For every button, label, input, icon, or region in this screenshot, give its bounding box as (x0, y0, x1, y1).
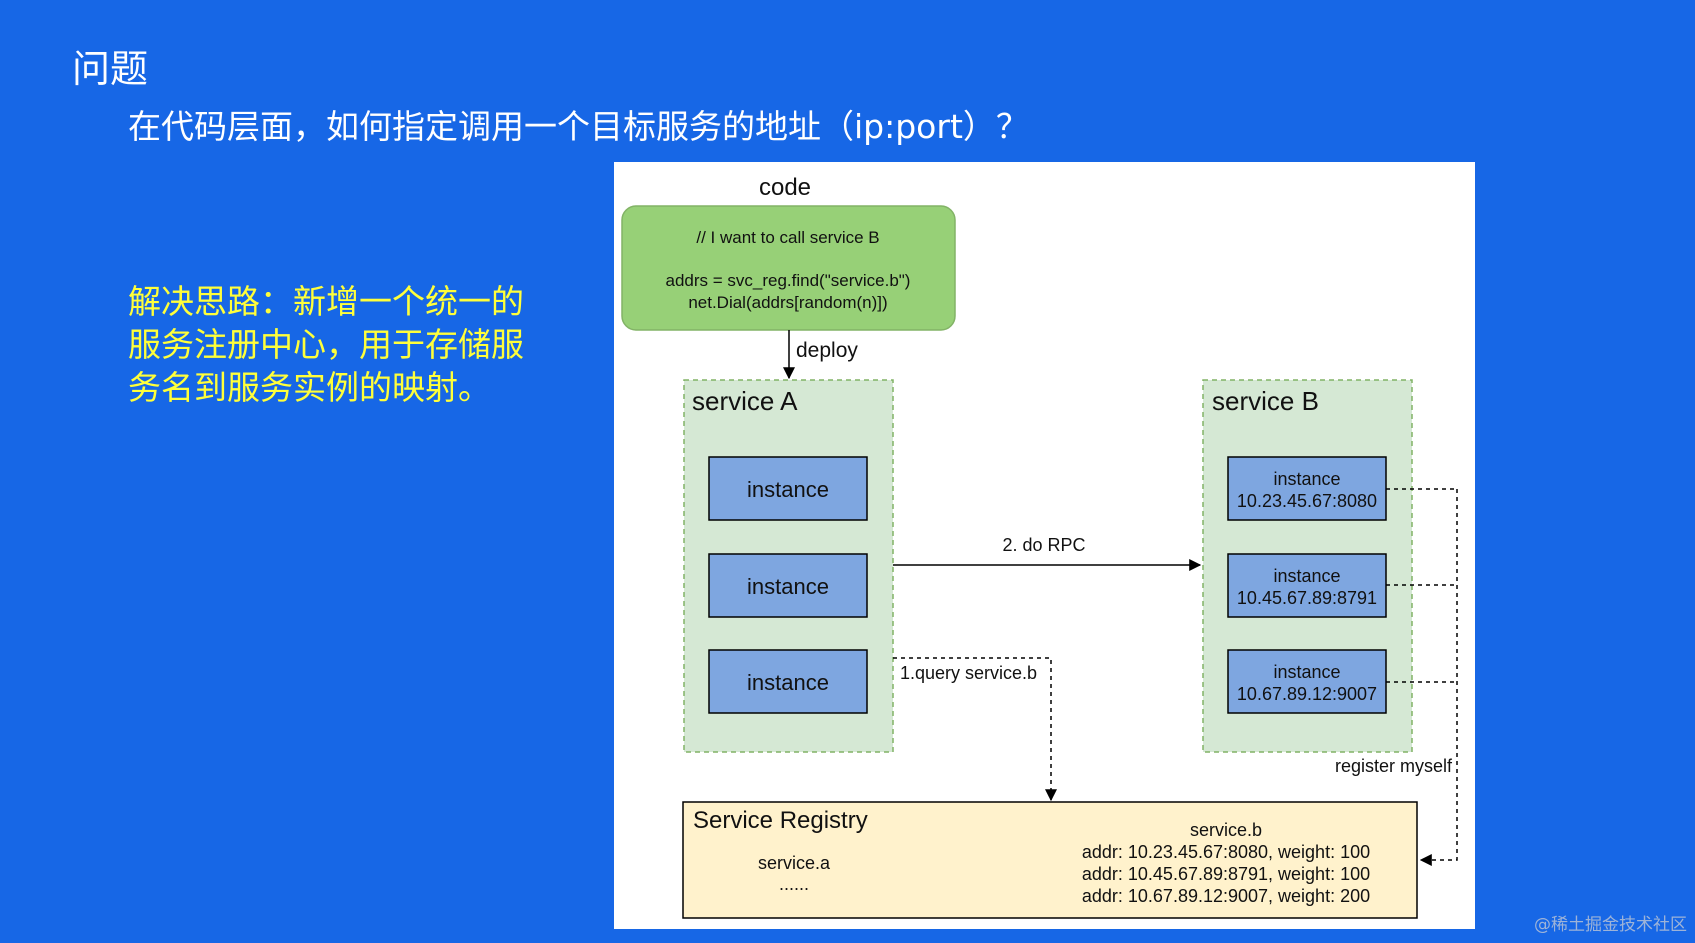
registry-entry-2: addr: 10.45.67.89:8791, weight: 100 (1082, 864, 1370, 884)
service-a-instance-2-label: instance (747, 574, 829, 599)
solution-line-3: 务名到服务实例的映射。 (128, 368, 491, 407)
service-a-instance-1-label: instance (747, 477, 829, 502)
service-a-title: service A (692, 386, 798, 416)
solution-text: 解决思路：新增一个统一的 服务注册中心，用于存储服 务名到服务实例的映射。 (128, 280, 524, 409)
service-b-instance-3-addr: 10.67.89.12:9007 (1237, 684, 1377, 704)
registry-service-b: service.b (1190, 820, 1262, 840)
registry-title: Service Registry (693, 807, 868, 834)
query-label: 1.query service.b (900, 663, 1037, 683)
slide-question: 在代码层面，如何指定调用一个目标服务的地址（ip:port）？ (128, 107, 1029, 146)
watermark: @稀土掘金技术社区 (1534, 915, 1687, 935)
architecture-diagram: code // I want to call service B addrs =… (621, 174, 1458, 919)
service-a-instance-2 (708, 553, 868, 618)
service-b-instance-1-addr: 10.23.45.67:8080 (1237, 491, 1377, 511)
service-b-instance-1-label: instance (1273, 469, 1340, 489)
solution-line-2: 服务注册中心，用于存储服 (128, 325, 524, 364)
service-b-title: service B (1212, 386, 1319, 416)
rpc-label: 2. do RPC (1002, 535, 1085, 555)
registry-ellipsis: ...... (779, 874, 809, 894)
registry-entry-3: addr: 10.67.89.12:9007, weight: 200 (1082, 886, 1370, 906)
service-a-instance-3-label: instance (747, 670, 829, 695)
slide-title: 问题 (72, 47, 149, 91)
solution-line-1: 解决思路：新增一个统一的 (128, 282, 524, 321)
service-b-instance-2-addr: 10.45.67.89:8791 (1237, 588, 1377, 608)
code-line-find: addrs = svc_reg.find("service.b") (666, 271, 911, 290)
deploy-label: deploy (796, 339, 858, 362)
registry-service-a: service.a (758, 853, 831, 873)
service-b-instance-2 (1227, 553, 1387, 618)
diagram-panel: code // I want to call service B addrs =… (614, 162, 1475, 929)
code-comment: // I want to call service B (696, 228, 879, 247)
service-a-instance-1 (708, 456, 868, 521)
service-b-instance-1 (1227, 456, 1387, 521)
register-arrow (1419, 489, 1458, 866)
code-line-dial: net.Dial(addrs[random(n)]) (688, 293, 887, 312)
code-label: code (759, 174, 811, 201)
service-a-instance-3 (708, 649, 868, 714)
service-b-instance-3-label: instance (1273, 662, 1340, 682)
register-label: register myself (1335, 756, 1453, 776)
service-b-instance-2-label: instance (1273, 566, 1340, 586)
service-registry-box (682, 801, 1418, 919)
registry-entry-1: addr: 10.23.45.67:8080, weight: 100 (1082, 842, 1370, 862)
